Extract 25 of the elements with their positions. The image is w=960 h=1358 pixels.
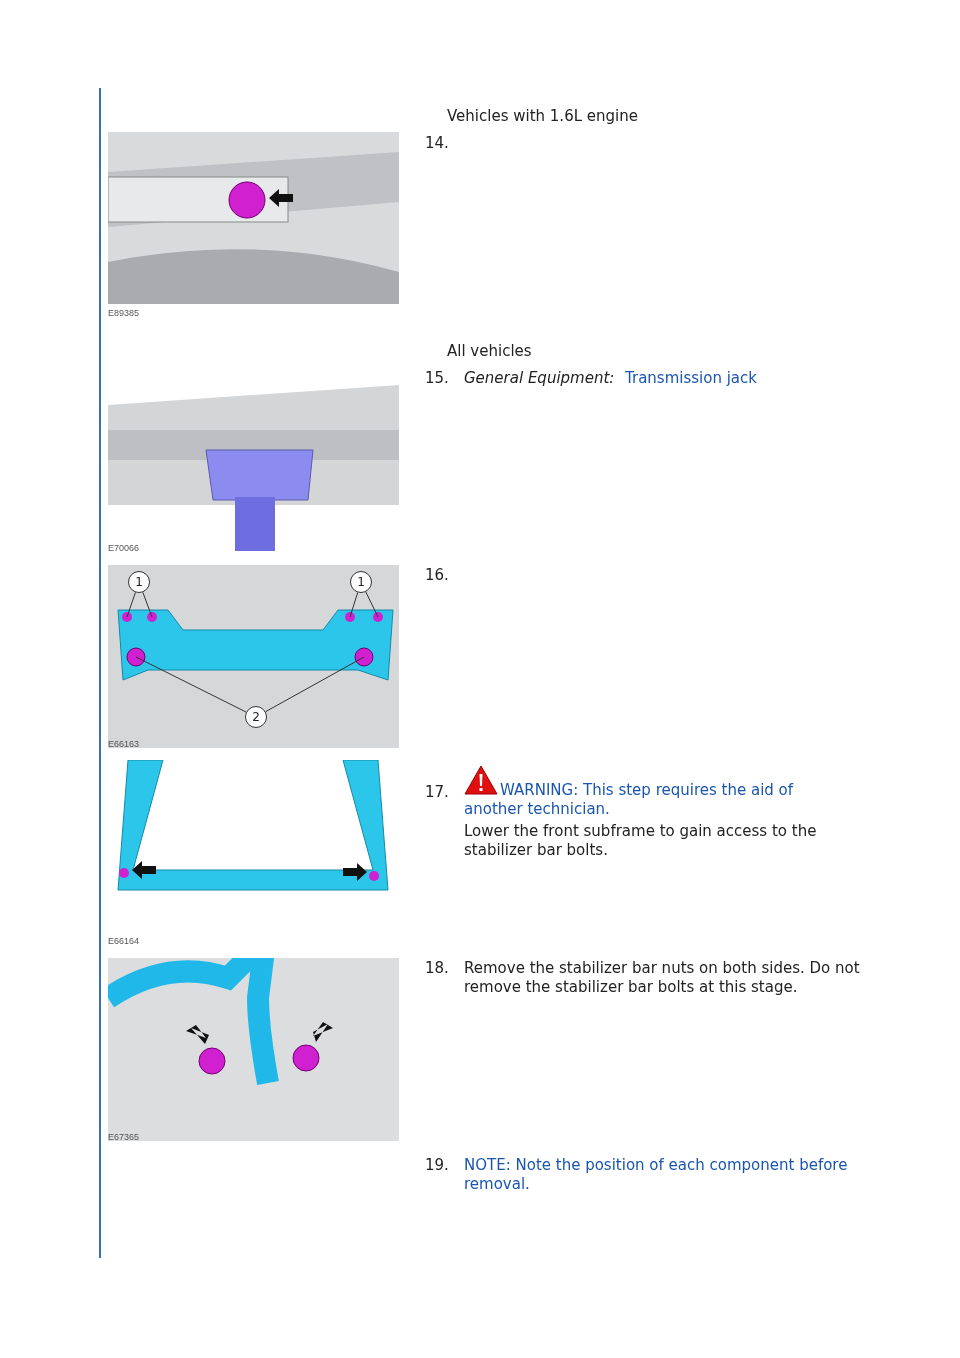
instruction-text: Remove the stabilizer bar nuts on both sides. Do not remove the stabilizer bar bolts at this stage. (464, 959, 861, 997)
step-number: 16. (425, 566, 450, 585)
step-number: 17. (425, 783, 450, 802)
instruction-text: Lower the front subframe to gain access to the stabilizer bar bolts. (464, 822, 818, 860)
step-number: 18. (425, 959, 450, 978)
figure-code: E89385 (108, 308, 141, 318)
warning-text: WARNING: This step requires the aid of another technician. (464, 781, 795, 819)
figure-code: E66163 (108, 739, 141, 749)
leader-line (142, 591, 153, 618)
figure-code: E67365 (108, 1132, 141, 1142)
step-number: 19. (425, 1156, 450, 1175)
section-heading: Vehicles with 1.6L engine (447, 107, 639, 126)
leader-line (126, 591, 136, 618)
step-number: 14. (425, 134, 450, 153)
leader-line (349, 592, 359, 618)
section-heading: All vehicles (447, 342, 533, 361)
figure-code: E66164 (108, 936, 141, 946)
step-number: 15. (425, 369, 450, 388)
equipment-label: General Equipment: (464, 369, 616, 388)
leader-line (365, 591, 379, 618)
equipment-link: Transmission jack (625, 369, 758, 388)
leader-line (265, 656, 365, 713)
leader-line (135, 656, 247, 713)
note-text: NOTE: Note the position of each component before removal. (464, 1156, 849, 1194)
figure-code: E70066 (108, 543, 141, 553)
